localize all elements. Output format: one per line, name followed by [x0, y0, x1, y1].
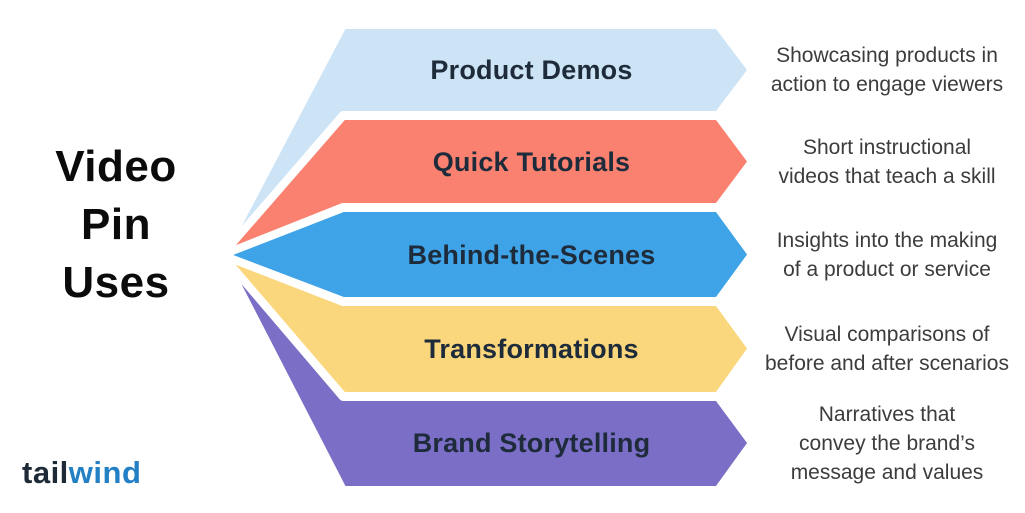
banner-description-behind-the-scenes: Insights into the making of a product or… [758, 210, 1016, 300]
banner-label-brand-storytelling: Brand Storytelling [412, 427, 651, 458]
description-text: Insights into the making of a product or… [776, 229, 998, 281]
banner-label-transformations: Transformations [424, 333, 639, 364]
title-line-3: Uses [62, 258, 170, 307]
banner-description-transformations: Visual comparisons of before and after s… [758, 304, 1016, 394]
description-text: Showcasing products in action to engage … [770, 44, 1004, 96]
description-text: Short instructional videos that teach a … [778, 136, 996, 188]
banner-description-product-demos: Showcasing products in action to engage … [758, 25, 1016, 115]
page-title: Video Pin Uses [10, 138, 222, 312]
description-text: Visual comparisons of before and after s… [765, 323, 1009, 375]
logo-text-tail: tail [22, 455, 69, 490]
tailwind-logo: tailwind [22, 455, 141, 491]
banner-label-quick-tutorials: Quick Tutorials [432, 146, 631, 177]
description-text: Narratives that convey the brand’s messa… [790, 402, 984, 484]
logo-text-wind: wind [68, 455, 142, 490]
banner-label-behind-the-scenes: Behind-the-Scenes [407, 239, 656, 270]
title-line-2: Pin [81, 200, 151, 249]
title-line-1: Video [55, 142, 177, 191]
banner-description-quick-tutorials: Short instructional videos that teach a … [758, 117, 1016, 207]
banner-description-brand-storytelling: Narratives that convey the brand’s messa… [758, 398, 1016, 488]
ribbon-behind-the-scenes [218, 204, 756, 305]
banner-label-product-demos: Product Demos [430, 54, 633, 85]
